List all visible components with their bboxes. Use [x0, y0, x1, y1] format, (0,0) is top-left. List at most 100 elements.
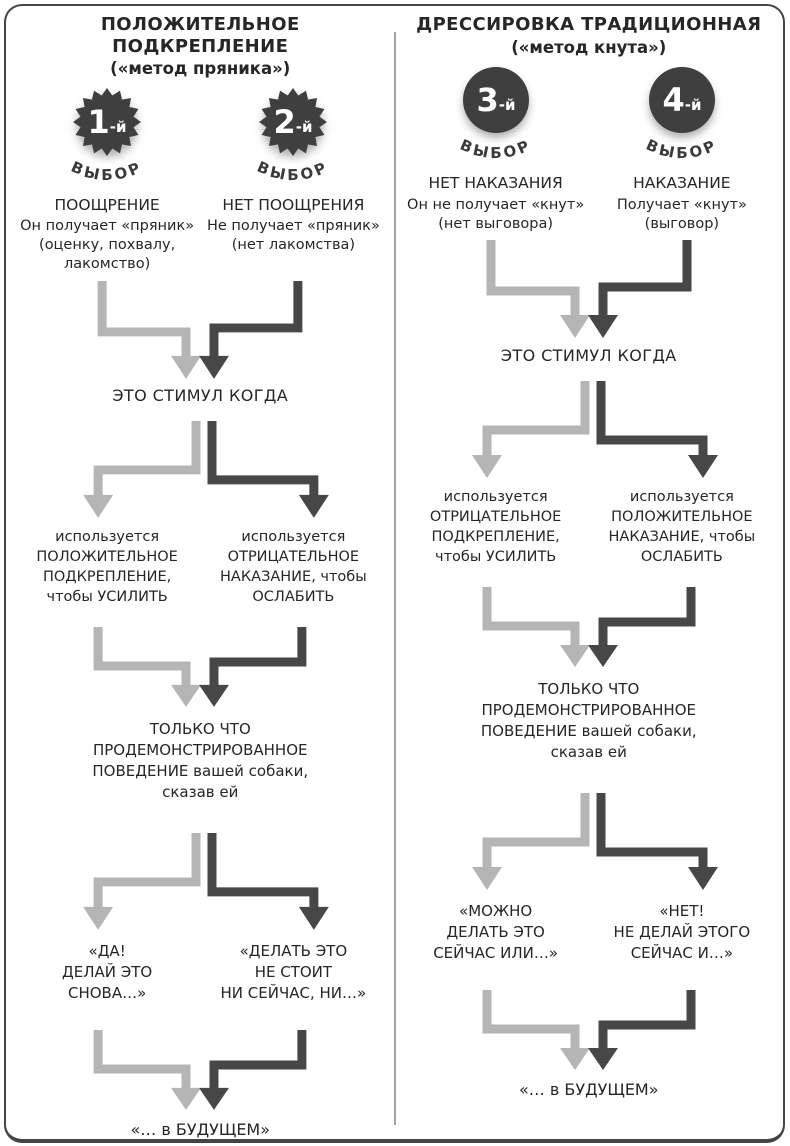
- arrowhead-dark: [587, 644, 618, 667]
- arrow-dark: [207, 833, 319, 910]
- choice-badge-3: 3-й ВЫБОР: [410, 64, 581, 172]
- arrow-light: [482, 989, 580, 1050]
- arrowhead-dark: [299, 907, 330, 931]
- arrow-dark: [209, 1030, 307, 1091]
- converge-arrows: [482, 586, 696, 667]
- badge-caption-arc: ВЫБОР: [643, 136, 720, 163]
- choice-1-description: ПООЩРЕНИЕ Он получает «пряник» (оценку, …: [14, 196, 200, 275]
- arrowhead-light: [559, 644, 590, 667]
- diverge-arrows: [471, 792, 718, 890]
- behavior-text: ТОЛЬКО ЧТО ПРОДЕМОНСТРИРОВАННОЕ ПОВЕДЕНИ…: [92, 720, 309, 802]
- circle-badge-icon: 4-й: [648, 67, 715, 134]
- arrowhead-dark: [199, 685, 230, 708]
- choice-title: НАКАЗАНИЕ: [633, 174, 731, 193]
- column-traditional-training: ДРЕССИРОВКА ТРАДИЦИОННАЯ («метод кнута»)…: [395, 6, 784, 1139]
- arrowhead-light: [83, 495, 114, 519]
- arrowhead-light: [171, 1088, 202, 1111]
- arrow-light: [93, 421, 201, 498]
- choice-desc: Он получает «пряник» (оценку, похвалу, л…: [20, 218, 195, 273]
- usage-text-right: используется ПОЛОЖИТЕЛЬНОЕ НАКАЗАНИЕ, чт…: [608, 488, 756, 565]
- choice-title: НЕТ НАКАЗАНИЯ: [428, 174, 563, 193]
- behavior-text: ТОЛЬКО ЧТО ПРОДЕМОНСТРИРОВАННОЕ ПОВЕДЕНИ…: [480, 679, 697, 761]
- choice-3-description: НЕТ НАКАЗАНИЯ Он не получает «кнут» (нет…: [403, 174, 589, 234]
- quote-right: «НЕТ! НЕ ДЕЛАЙ ЭТОГО СЕЙЧАС И…»: [613, 901, 751, 962]
- arrowhead-dark: [587, 314, 618, 338]
- arrow-dark: [209, 627, 307, 688]
- choice-desc: Не получает «пряник» (нет лакомства): [206, 218, 380, 254]
- badge-caption-arc: ВЫБОР: [69, 157, 146, 184]
- choice-badge-2: 2-й ВЫБОР: [208, 86, 379, 194]
- diverge-arrows: [83, 833, 330, 931]
- arrowhead-dark: [687, 454, 718, 478]
- arrowhead-light: [171, 685, 202, 708]
- arrowhead-light: [471, 454, 502, 478]
- arrowhead-light: [171, 355, 202, 379]
- choice-badges-row: 3-й ВЫБОР 4-й ВЫБОР: [403, 64, 776, 172]
- choice-badge-4: 4-й ВЫБОР: [596, 64, 767, 172]
- arrowhead-light: [559, 314, 590, 338]
- arrowhead-dark: [199, 355, 230, 379]
- arrowhead-light: [471, 866, 502, 890]
- future-text: «… в БУДУЩЕМ»: [130, 1120, 271, 1139]
- arrow-light: [93, 1030, 191, 1091]
- starburst-badge-icon: 1-й: [73, 87, 142, 156]
- diverge-arrows: [83, 421, 330, 519]
- arrowhead-dark: [687, 866, 718, 890]
- badge-caption-arc: ВЫБОР: [255, 157, 329, 184]
- arrow-dark: [207, 421, 319, 498]
- quote-right: «ДЕЛАТЬ ЭТО НЕ СТОИТ НИ СЕЙЧАС, НИ…»: [220, 942, 367, 1003]
- arrowhead-light: [559, 1047, 590, 1070]
- arrow-light: [482, 586, 580, 647]
- choice-title: ПООЩРЕНИЕ: [54, 195, 160, 214]
- diagram-card: ПОЛОЖИТЕЛЬНОЕ ПОДКРЕПЛЕНИЕ («метод пряни…: [4, 4, 785, 1143]
- svg-text:ВЫБОР: ВЫБОР: [69, 157, 146, 184]
- arrow-light: [97, 280, 191, 358]
- quotes-row: «МОЖНО ДЕЛАТЬ ЭТО СЕЙЧАС ИЛИ…» «НЕТ! НЕ …: [403, 901, 776, 964]
- choice-descriptions-row: НЕТ НАКАЗАНИЯ Он не получает «кнут» (нет…: [403, 174, 776, 234]
- choice-descriptions-row: ПООЩРЕНИЕ Он получает «пряник» (оценку, …: [14, 196, 387, 275]
- arrow-dark: [209, 280, 303, 358]
- stimulus-text: ЭТО СТИМУЛ КОГДА: [112, 386, 289, 406]
- column-divider: [393, 32, 396, 1125]
- converge-arrows: [97, 280, 303, 379]
- arrow-light: [482, 792, 590, 869]
- choice-desc: Получает «кнут» (выговор): [616, 196, 747, 232]
- circle-badge-icon: 3-й: [462, 67, 529, 134]
- arrow-light: [482, 380, 590, 457]
- column-positive-reinforcement: ПОЛОЖИТЕЛЬНОЕ ПОДКРЕПЛЕНИЕ («метод пряни…: [6, 6, 395, 1139]
- badge-number: 2-й: [274, 103, 313, 141]
- quote-left: «МОЖНО ДЕЛАТЬ ЭТО СЕЙЧАС ИЛИ…»: [433, 901, 559, 962]
- arrow-dark: [596, 792, 708, 869]
- choice-2-description: НЕТ ПООЩРЕНИЯ Не получает «пряник» (нет …: [200, 196, 386, 275]
- column-title: ПОЛОЖИТЕЛЬНОЕ ПОДКРЕПЛЕНИЕ: [100, 14, 300, 57]
- converge-arrows: [93, 627, 307, 708]
- usage-text-right: используется ОТРИЦАТЕЛЬНОЕ НАКАЗАНИЕ, чт…: [220, 529, 367, 606]
- badge-number: 4-й: [662, 81, 701, 119]
- svg-text:ВЫБОР: ВЫБОР: [643, 136, 720, 163]
- usage-text-left: используется ОТРИЦАТЕЛЬНОЕ ПОДКРЕПЛЕНИЕ,…: [429, 488, 562, 565]
- arrowhead-dark: [299, 495, 330, 519]
- arrowhead-light: [83, 907, 114, 931]
- choice-desc: Он не получает «кнут» (нет выговора): [407, 196, 585, 232]
- choice-title: НЕТ ПООЩРЕНИЯ: [222, 195, 365, 214]
- quote-left: «ДА! ДЕЛАЙ ЭТО СНОВА…»: [62, 942, 153, 1003]
- arrowhead-dark: [199, 1088, 230, 1111]
- arrowhead-dark: [587, 1047, 618, 1070]
- diverge-arrows: [471, 380, 718, 478]
- column-subtitle: («метод пряника»): [110, 59, 291, 79]
- usage-row: используется ПОЛОЖИТЕЛЬНОЕ ПОДКРЕПЛЕНИЕ,…: [14, 527, 387, 607]
- arrow-dark: [598, 239, 692, 317]
- arrow-light: [486, 239, 580, 317]
- choice-badges-row: 1-й ВЫБОР 2-й ВЫБОР: [14, 86, 387, 194]
- column-subtitle: («метод кнута»): [511, 37, 667, 57]
- converge-arrows: [93, 1030, 307, 1111]
- usage-text-left: используется ПОЛОЖИТЕЛЬНОЕ ПОДКРЕПЛЕНИЕ,…: [36, 529, 178, 606]
- choice-4-description: НАКАЗАНИЕ Получает «кнут» (выговор): [589, 174, 775, 234]
- quotes-row: «ДА! ДЕЛАЙ ЭТО СНОВА…» «ДЕЛАТЬ ЭТО НЕ СТ…: [14, 941, 387, 1004]
- arrow-light: [93, 627, 191, 688]
- starburst-badge-icon: 2-й: [259, 87, 328, 156]
- arrow-dark: [598, 586, 696, 647]
- stimulus-text: ЭТО СТИМУЛ КОГДА: [500, 345, 677, 365]
- converge-arrows: [486, 239, 692, 338]
- arrow-dark: [596, 380, 708, 457]
